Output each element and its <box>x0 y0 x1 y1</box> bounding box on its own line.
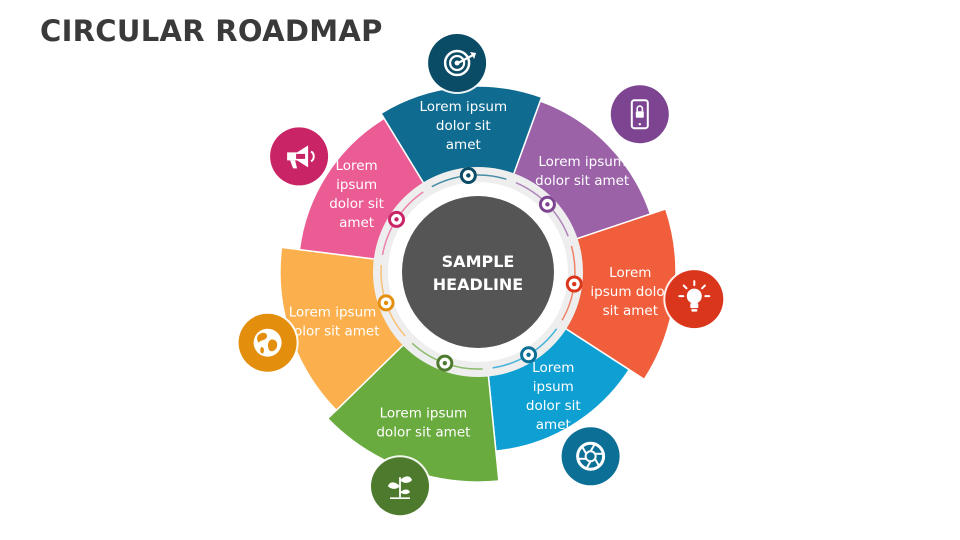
connector-dot-yellow <box>377 294 395 312</box>
segment-label-line: dolor sit amet <box>285 323 379 339</box>
center-headline-line2: HEADLINE <box>433 275 523 294</box>
lightbulb-icon <box>663 268 726 331</box>
connector-dots <box>377 166 583 372</box>
target-icon <box>426 32 489 94</box>
segment-label-line: dolor sit amet <box>376 424 470 440</box>
segment-label-line: Lorem ipsum <box>289 304 377 320</box>
connector-dot-pink <box>388 210 406 228</box>
segment-label-line: ipsum <box>533 379 574 395</box>
phone-lock-icon <box>608 83 671 146</box>
center-circle <box>402 196 554 348</box>
page-title: CIRCULAR ROADMAP <box>40 14 383 48</box>
segment-label-line: Lorem <box>532 360 574 376</box>
aperture-icon <box>559 425 622 488</box>
segment-label-line: dolor sit <box>526 398 581 414</box>
center-headline-line1: SAMPLE <box>442 252 515 271</box>
segment-label-line: Lorem ipsum <box>538 154 626 170</box>
connector-dot-blue <box>520 346 538 364</box>
connector-dot-purple <box>538 195 556 213</box>
connector-dot-teal <box>459 166 477 184</box>
segment-label-line: amet <box>339 215 374 231</box>
segment-label-line: Lorem ipsum <box>380 405 468 421</box>
connector-dot-orange-red <box>565 275 583 293</box>
segment-label-line: dolor sit <box>329 196 384 212</box>
segment-label-line: ipsum dolor <box>590 284 670 300</box>
segment-label-line: Lorem <box>609 265 651 281</box>
segment-label-line: ipsum <box>336 177 377 193</box>
segment-label-line: dolor sit amet <box>535 173 629 189</box>
segment-label-line: dolor sit <box>436 118 491 134</box>
segment-icons <box>236 32 726 518</box>
connector-dot-green <box>436 354 454 372</box>
megaphone-icon <box>268 125 331 188</box>
segment-label-line: sit amet <box>603 303 658 319</box>
segment-label-line: Lorem <box>335 158 377 174</box>
segment-label-line: Lorem ipsum <box>419 99 507 115</box>
globe-icon <box>236 311 299 374</box>
sprout-icon <box>369 455 431 518</box>
segment-label-line: amet <box>446 137 481 153</box>
segment-label-line: amet <box>536 417 571 433</box>
